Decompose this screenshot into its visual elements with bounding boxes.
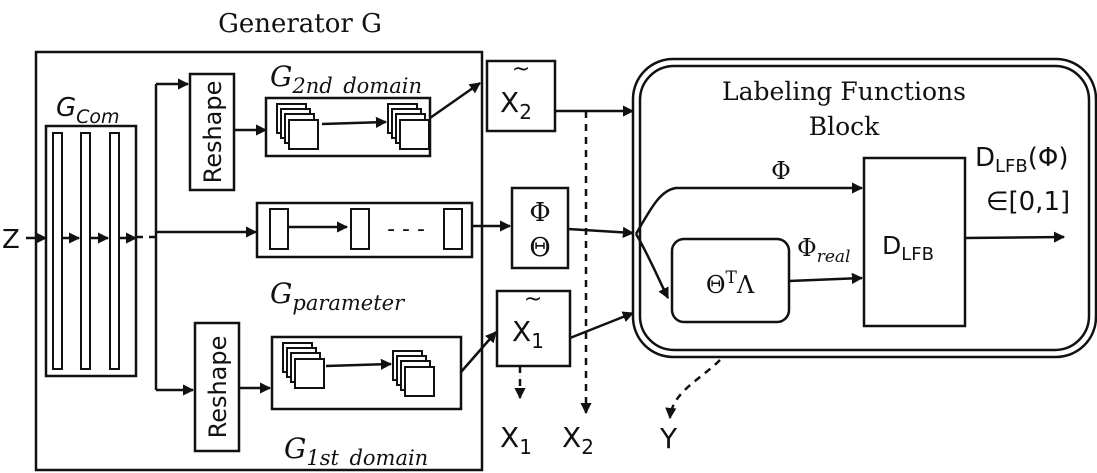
g-2nd-feature-stack-2 (387, 103, 430, 150)
x1-label: X1 (500, 421, 532, 459)
g-com-label: GCom (56, 93, 120, 128)
d-lfb-box (862, 156, 967, 328)
x2-tilde-box (485, 59, 557, 133)
arrow-to-y (665, 359, 721, 420)
g-2nd-feature-stack-1 (276, 103, 319, 150)
x1-tilde-box (495, 289, 572, 368)
g-param-layer-3 (443, 208, 463, 250)
params-theta: Θ (529, 233, 550, 263)
phi-real-label: Φreal (797, 234, 850, 267)
arrow-d-lfb-out (964, 231, 1066, 243)
reshape-bottom-label: Reshape (204, 336, 232, 439)
g-1st-domain-label: G1st_domain (284, 432, 428, 470)
g-param-ellipsis: - - - (387, 217, 425, 242)
arrow-theta-lambda-to-dlfb (788, 272, 864, 285)
x1-tilde-label: X1 (512, 315, 544, 353)
d-lfb-label: DLFB (882, 231, 934, 265)
arrow-to-theta-lambda (634, 233, 670, 300)
arrow-to-x1-tilde (460, 331, 497, 373)
arrow-phi-to-dlfb (634, 182, 864, 235)
arrow-g-1st-inner (325, 358, 393, 370)
d-lfb-output-range: ∈[0,1] (986, 187, 1070, 217)
g-param-layer-1 (269, 208, 289, 250)
lfb-title-line2: Block (809, 112, 880, 141)
reshape-bottom-block (193, 321, 241, 453)
lfb-title-line1: Labeling Functions (722, 77, 966, 106)
g-com-layer-1 (52, 132, 63, 370)
params-box (510, 186, 570, 270)
g-parameter-label: Gparameter (270, 277, 406, 315)
d-lfb-output-label: DLFB(Φ) (975, 143, 1069, 177)
phi-label: Φ (771, 157, 791, 185)
arrow-x1-to-lfb (569, 311, 635, 340)
x1-tilde-mark: ~ (524, 287, 542, 312)
x2-tilde-label: X2 (500, 86, 532, 124)
input-z: Z (2, 225, 20, 255)
g-com-layer-3 (109, 132, 120, 370)
params-phi: Φ (529, 198, 550, 228)
reshape-top-block (188, 72, 236, 192)
arrow-params-to-lfb (567, 226, 635, 238)
theta-lambda-label: ΘTΛ (706, 268, 755, 299)
generator-title: Generator G (218, 9, 382, 39)
g-param-layer-2 (350, 208, 370, 250)
arrow-to-x2-tilde (429, 81, 481, 120)
g-com-layer-2 (80, 132, 91, 370)
reshape-top-label: Reshape (199, 81, 227, 184)
y-label: Y (659, 422, 678, 455)
g-1st-feature-stack-1 (282, 342, 325, 389)
g-2nd-domain-label: G2nd_domain (270, 60, 422, 98)
arrow-g-2nd-inner (321, 116, 388, 128)
x2-label: X2 (562, 421, 594, 459)
x2-tilde-mark: ~ (512, 57, 530, 82)
g-1st-feature-stack-2 (392, 350, 435, 397)
